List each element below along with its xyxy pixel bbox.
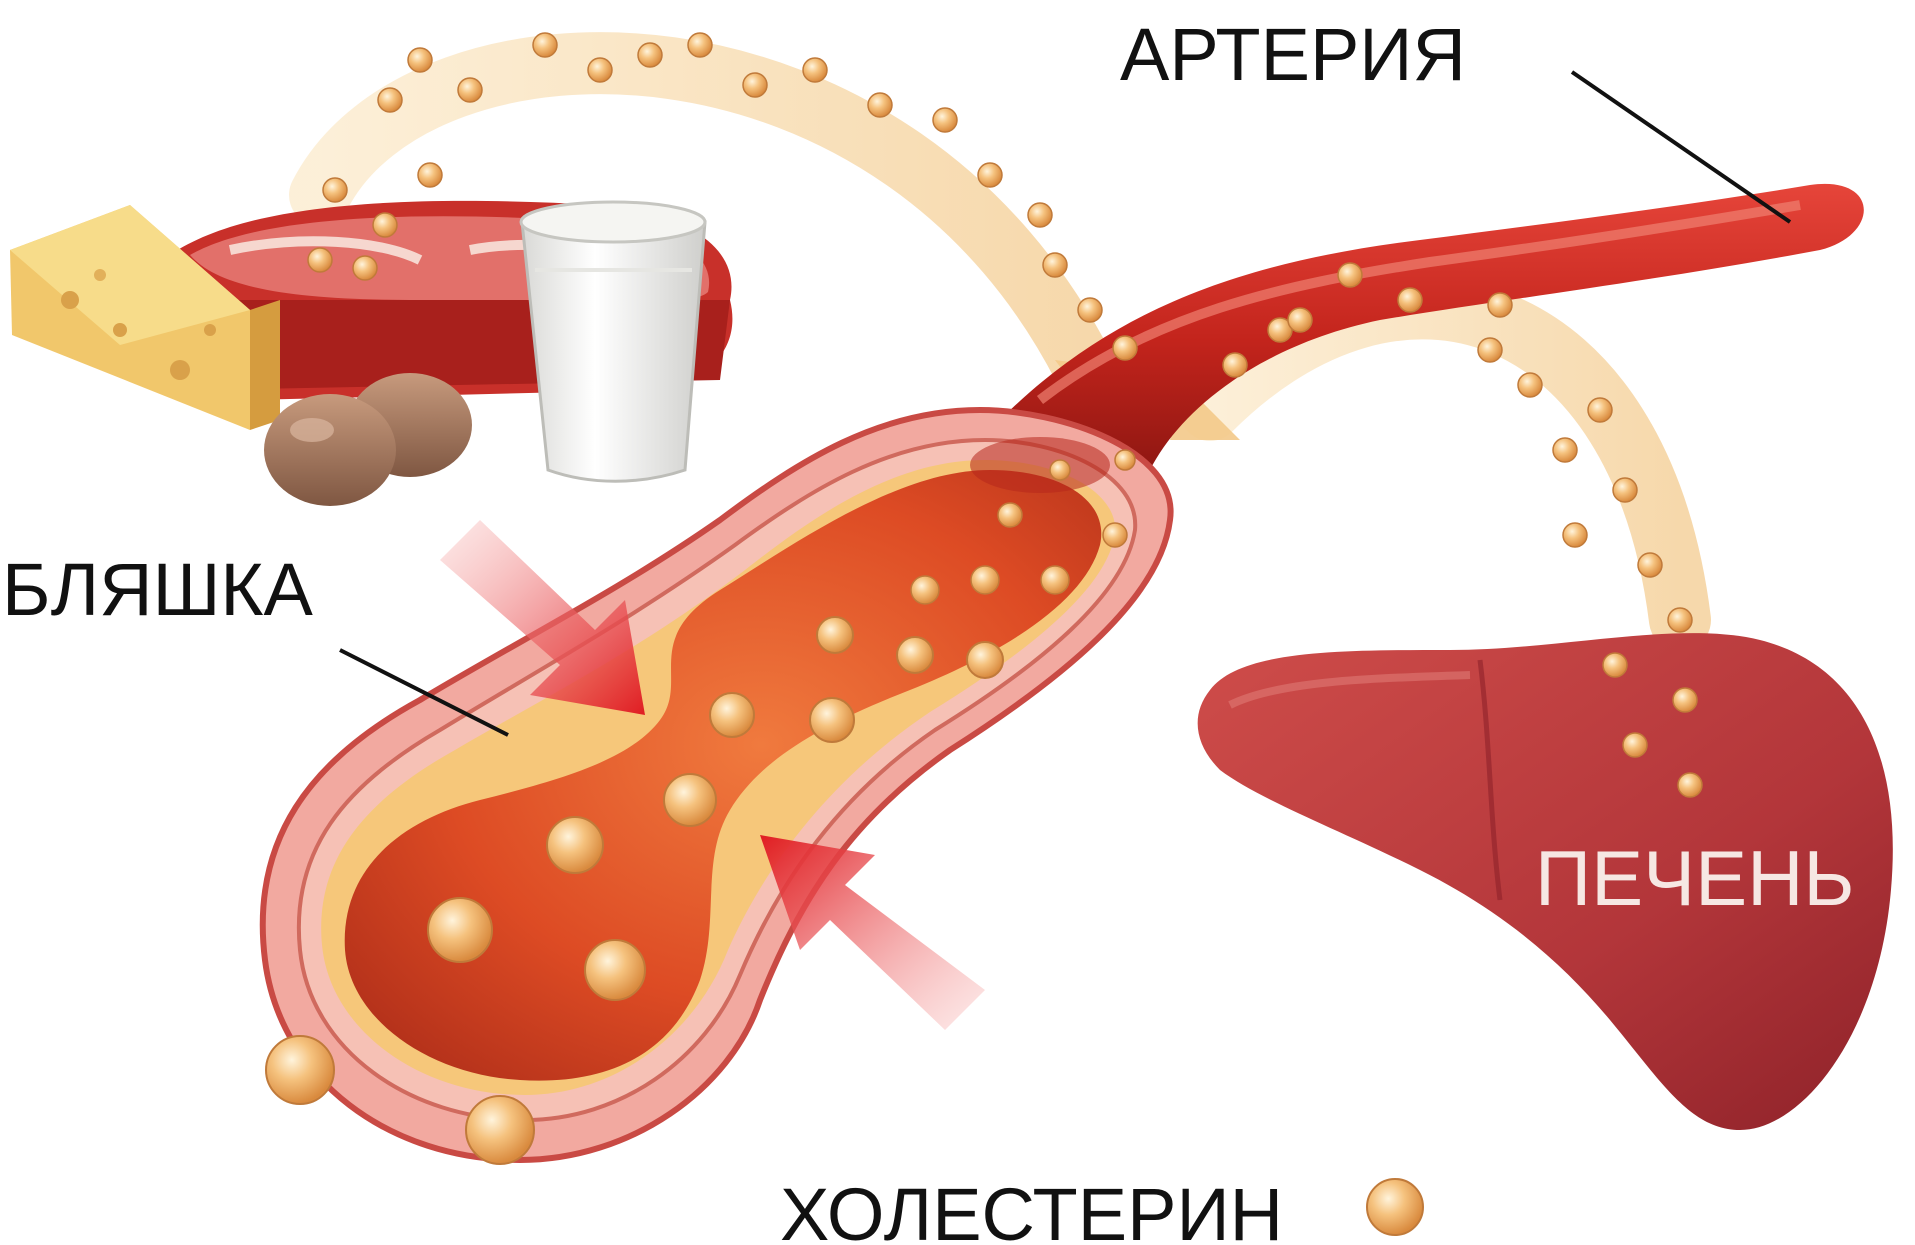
cholesterol-ball-icon [585,940,645,1000]
cholesterol-ball-icon [533,33,557,57]
cholesterol-ball-icon [1668,608,1692,632]
cholesterol-ball-icon [664,774,716,826]
cholesterol-label: ХОЛЕСТЕРИН [780,1173,1283,1245]
cholesterol-ball-icon [1041,566,1069,594]
cholesterol-ball-icon [971,566,999,594]
cholesterol-ball-icon [1103,523,1127,547]
cholesterol-ball-icon [1588,398,1612,422]
cholesterol-ball-icon [1673,688,1697,712]
cholesterol-ball-icon [710,693,754,737]
cholesterol-ball-icon [418,163,442,187]
cholesterol-ball-icon [638,43,662,67]
food-group [10,201,732,506]
cholesterol-ball-icon [1398,288,1422,312]
artery-cross-section [263,410,1171,1160]
cholesterol-ball-icon [967,642,1003,678]
cholesterol-ball-icon [1603,653,1627,677]
milk-glass-icon [521,202,705,481]
cholesterol-ball-icon [547,817,603,873]
cholesterol-ball-icon [1638,553,1662,577]
cholesterol-ball-icon [1113,336,1137,360]
cholesterol-ball-icon [466,1096,534,1164]
plaque-label: БЛЯШКА [2,548,313,631]
cholesterol-ball-icon [1338,263,1362,287]
cholesterol-legend-icon [1367,1179,1423,1235]
cholesterol-ball-icon [378,88,402,112]
cholesterol-ball-icon [1223,353,1247,377]
cholesterol-ball-icon [911,576,939,604]
cholesterol-ball-icon [1623,733,1647,757]
cholesterol-ball-icon [1678,773,1702,797]
cholesterol-ball-icon [588,58,612,82]
cholesterol-ball-icon [1613,478,1637,502]
artery-leader-line [1572,72,1790,222]
cholesterol-ball-icon [308,248,332,272]
cholesterol-ball-icon [1563,523,1587,547]
cholesterol-ball-icon [810,698,854,742]
cholesterol-ball-icon [1288,308,1312,332]
cholesterol-ball-icon [868,93,892,117]
cholesterol-ball-icon [353,256,377,280]
cholesterol-ball-icon [1028,203,1052,227]
cholesterol-ball-icon [458,78,482,102]
cholesterol-ball-icon [897,637,933,673]
cholesterol-ball-icon [1043,253,1067,277]
cholesterol-ball-icon [803,58,827,82]
cholesterol-ball-icon [408,48,432,72]
cholesterol-ball-icon [1518,373,1542,397]
cholesterol-ball-icon [817,617,853,653]
cholesterol-ball-icon [933,108,957,132]
cholesterol-ball-icon [998,503,1022,527]
cholesterol-ball-icon [1553,438,1577,462]
cholesterol-ball-icon [1488,293,1512,317]
cholesterol-ball-icon [1478,338,1502,362]
cholesterol-ball-icon [323,178,347,202]
cholesterol-ball-icon [978,163,1002,187]
cholesterol-ball-icon [688,33,712,57]
cholesterol-ball-icon [743,73,767,97]
artery-label: АРТЕРИЯ [1120,13,1466,96]
cholesterol-ball-icon [266,1036,334,1104]
cholesterol-ball-icon [373,213,397,237]
cholesterol-ball-icon [1115,450,1135,470]
cholesterol-ball-icon [1078,298,1102,322]
cholesterol-ball-icon [1050,460,1070,480]
cholesterol-ball-icon [428,898,492,962]
liver-label: ПЕЧЕНЬ [1535,834,1855,922]
